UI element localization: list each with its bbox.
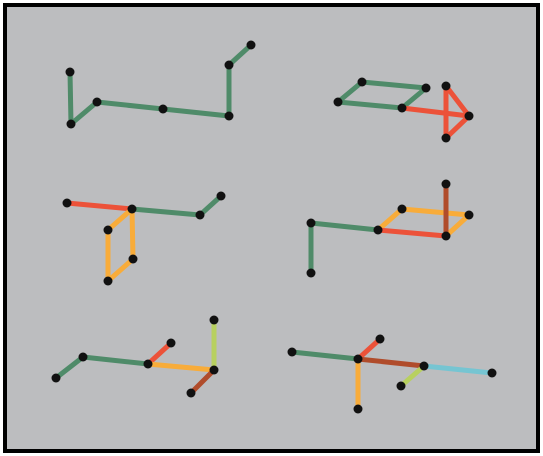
atom-node bbox=[441, 133, 451, 143]
atom-node bbox=[209, 315, 219, 325]
atom-node bbox=[62, 198, 72, 208]
atom-node bbox=[397, 204, 407, 214]
atom-node bbox=[65, 67, 75, 77]
atom-node bbox=[287, 347, 297, 357]
bond-green bbox=[308, 220, 381, 233]
atom-node bbox=[186, 388, 196, 398]
bond-green bbox=[129, 206, 203, 218]
bond-cyan bbox=[421, 363, 495, 376]
bond-green bbox=[226, 42, 254, 68]
atom-node bbox=[66, 119, 76, 129]
atom-node bbox=[306, 268, 316, 278]
diagram-frame bbox=[3, 3, 540, 453]
molecule-6 bbox=[287, 334, 497, 414]
bond-red bbox=[443, 113, 472, 141]
atom-node bbox=[357, 77, 367, 87]
atom-node bbox=[421, 83, 431, 93]
bond-red bbox=[64, 200, 135, 212]
atom-node bbox=[464, 111, 474, 121]
atom-node bbox=[306, 218, 316, 228]
atom-node bbox=[419, 361, 429, 371]
molecule-1 bbox=[65, 40, 256, 129]
bond-green bbox=[160, 106, 232, 119]
atom-node bbox=[103, 225, 113, 235]
bond-orange bbox=[443, 212, 472, 239]
atom-node bbox=[224, 111, 234, 121]
bond-green bbox=[335, 99, 405, 111]
bond-green bbox=[359, 79, 429, 91]
atom-node bbox=[441, 179, 451, 189]
bond-red bbox=[375, 227, 449, 239]
bond-orange bbox=[105, 256, 136, 284]
atom-node bbox=[373, 225, 383, 235]
bond-red bbox=[145, 340, 174, 367]
bond-green bbox=[197, 193, 224, 218]
bond-green bbox=[94, 99, 166, 112]
atom-node bbox=[127, 204, 137, 214]
bond-red bbox=[399, 105, 472, 119]
molecule-4 bbox=[306, 179, 474, 278]
atom-node bbox=[209, 365, 219, 375]
molecule-2 bbox=[333, 77, 474, 143]
atom-node bbox=[375, 334, 385, 344]
atom-node bbox=[353, 404, 363, 414]
bond-lime bbox=[398, 363, 427, 389]
bond-red bbox=[443, 83, 472, 119]
atom-node bbox=[397, 103, 407, 113]
atom-node bbox=[92, 97, 102, 107]
atom-node bbox=[78, 352, 88, 362]
atom-node bbox=[441, 81, 451, 91]
atom-node bbox=[396, 381, 406, 391]
atom-node bbox=[158, 104, 168, 114]
atom-node bbox=[333, 97, 343, 107]
bond-green bbox=[68, 99, 100, 127]
bond-brown bbox=[355, 356, 427, 369]
atom-node bbox=[143, 359, 153, 369]
bond-orange bbox=[129, 206, 136, 262]
atom-node bbox=[166, 338, 176, 348]
bond-orange bbox=[145, 361, 217, 373]
bond-green bbox=[289, 349, 361, 362]
molecule-group bbox=[51, 40, 497, 414]
bond-orange bbox=[105, 206, 135, 233]
bond-green bbox=[80, 354, 151, 367]
atom-node bbox=[464, 210, 474, 220]
bond-orange bbox=[375, 206, 405, 233]
atom-node bbox=[195, 210, 205, 220]
bond-green bbox=[335, 79, 365, 105]
bond-orange bbox=[399, 206, 472, 218]
atom-node bbox=[487, 368, 497, 378]
atom-node bbox=[128, 254, 138, 264]
atom-node bbox=[103, 276, 113, 286]
bond-red bbox=[355, 336, 383, 362]
atom-node bbox=[216, 191, 226, 201]
atom-node bbox=[224, 60, 234, 70]
bond-green bbox=[67, 69, 74, 127]
molecule-3 bbox=[62, 191, 226, 286]
atom-node bbox=[353, 354, 363, 364]
atom-node bbox=[441, 231, 451, 241]
bond-brown bbox=[188, 367, 217, 396]
bond-green bbox=[399, 85, 429, 111]
bond-green bbox=[53, 354, 86, 381]
molecule-5 bbox=[51, 315, 219, 398]
atom-node bbox=[51, 373, 61, 383]
atom-node bbox=[246, 40, 256, 50]
